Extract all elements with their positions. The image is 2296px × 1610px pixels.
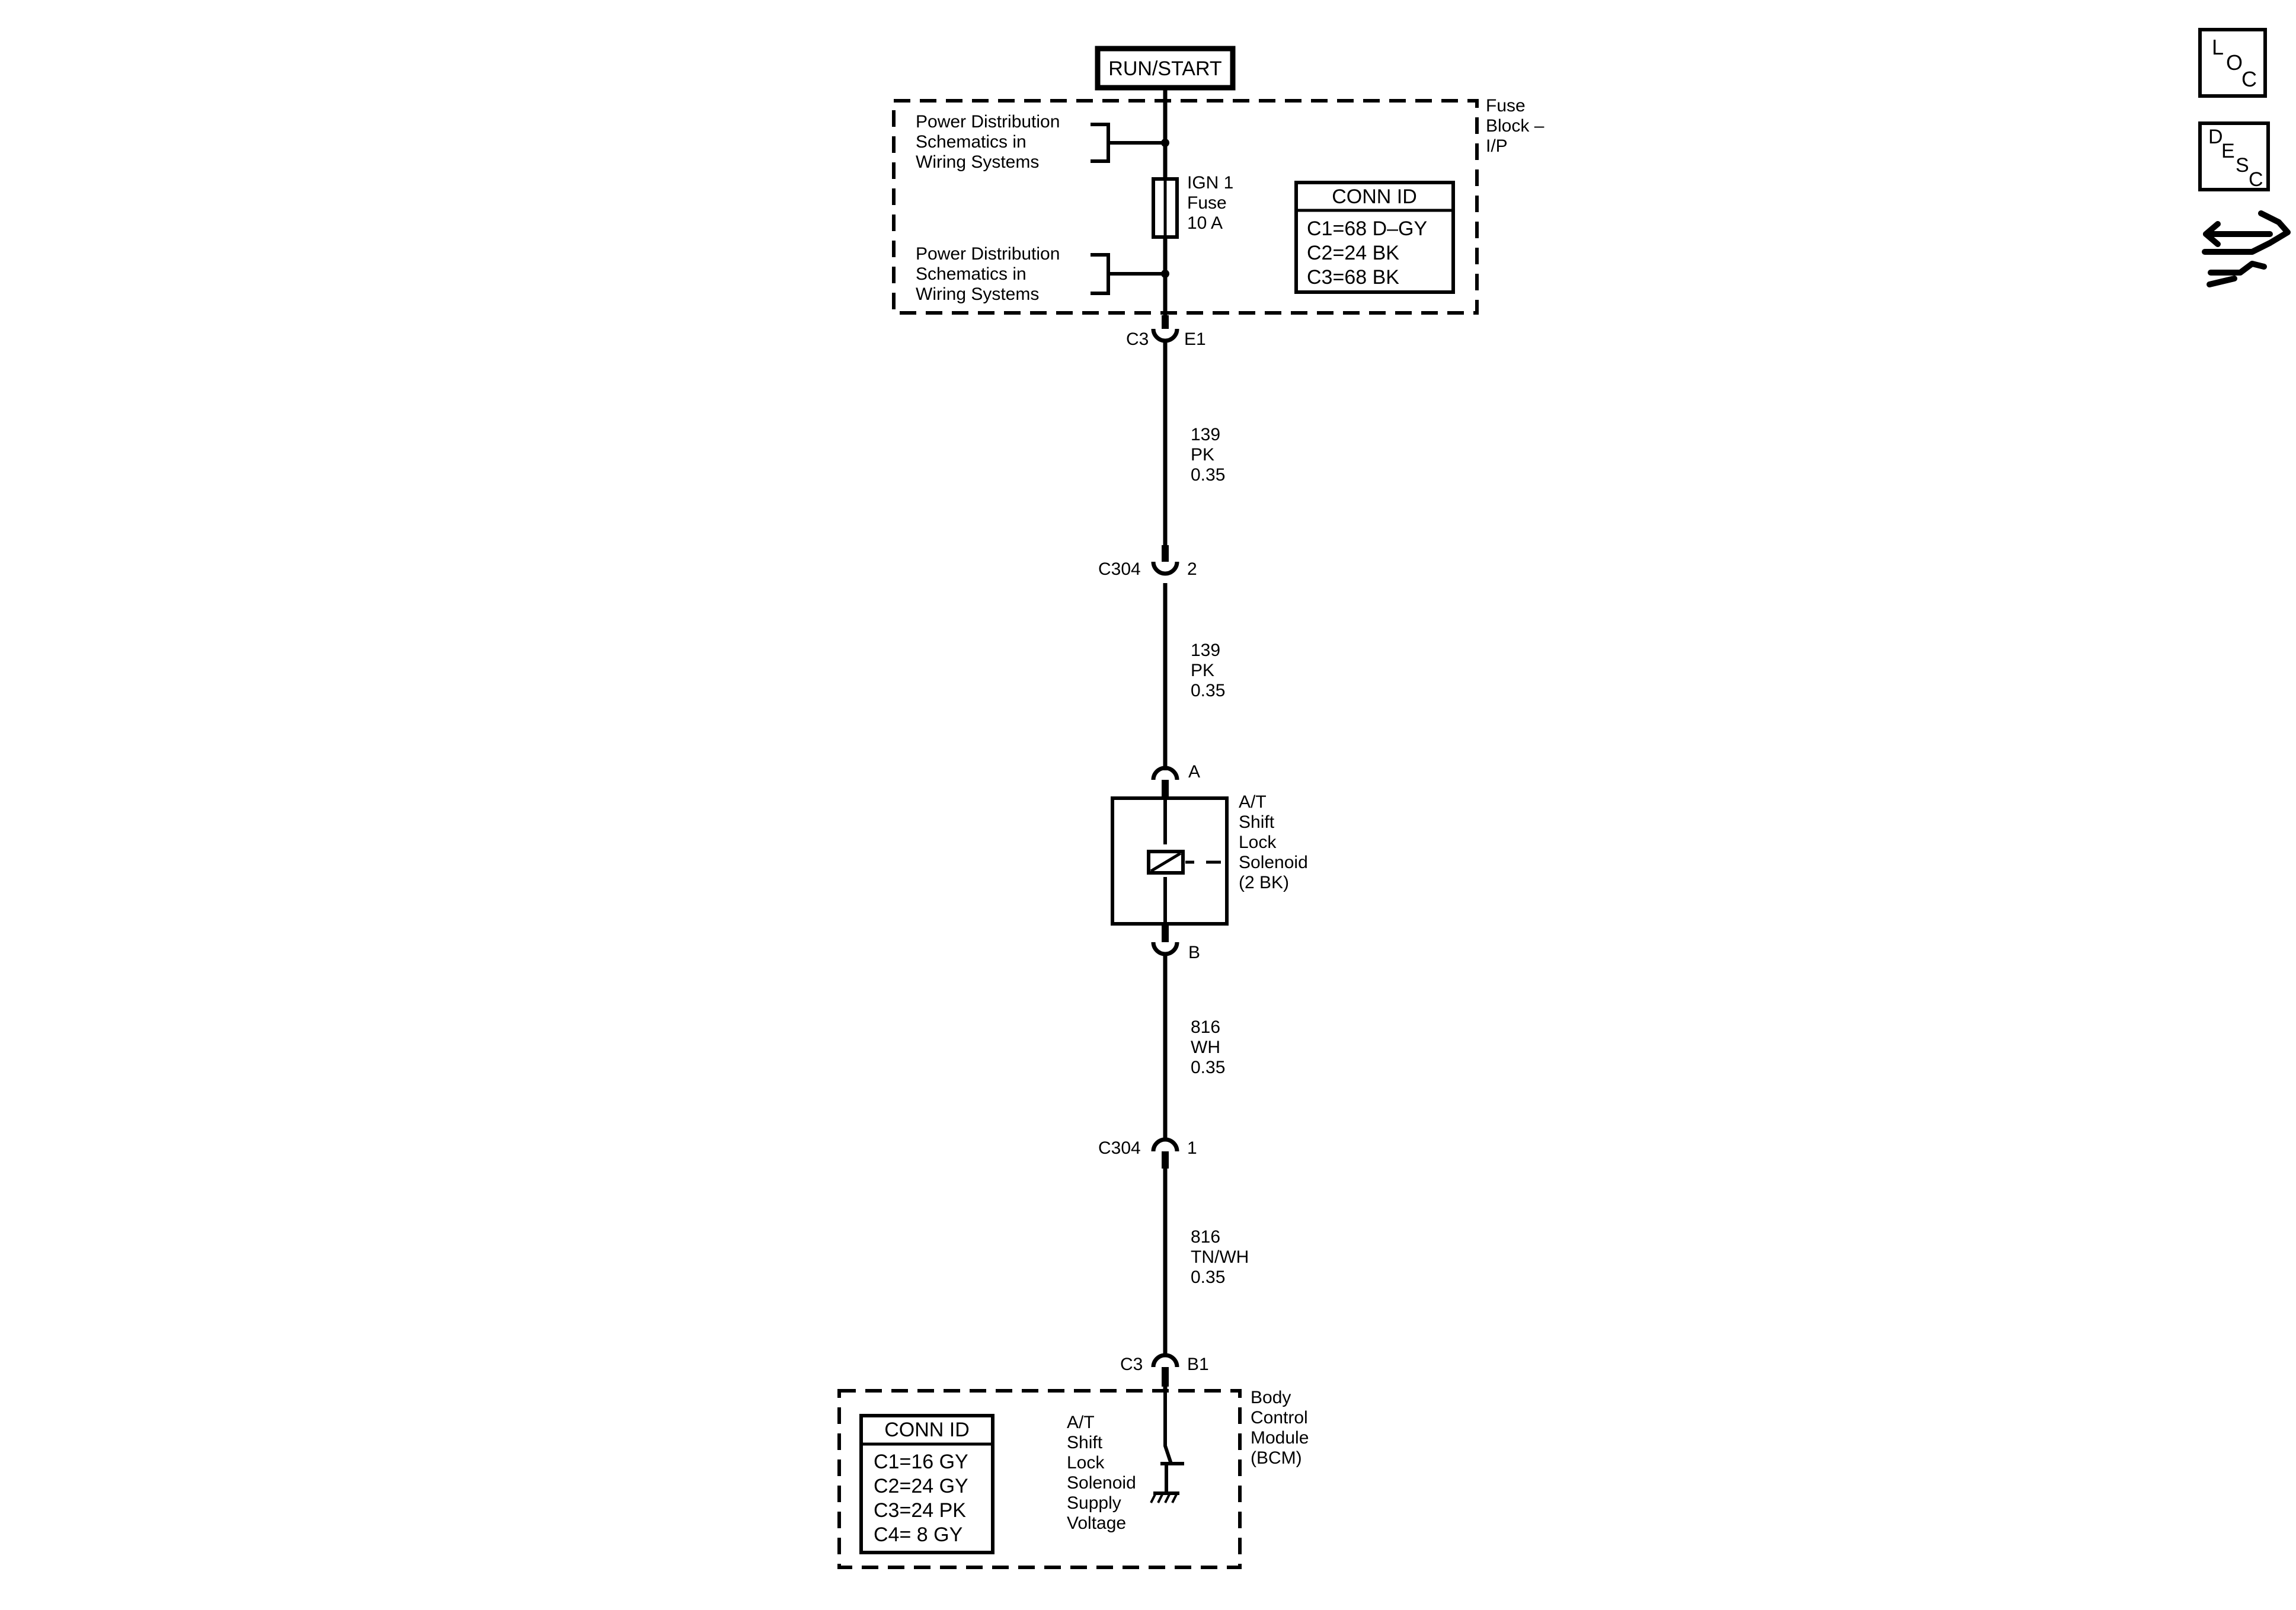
run-start-label: RUN/START <box>1095 46 1236 91</box>
svg-text:C2=24 BK: C2=24 BK <box>1307 242 1399 264</box>
connector-c304-pin2: C304 2 <box>1098 545 1197 579</box>
svg-text:C1=16 GY: C1=16 GY <box>874 1451 968 1473</box>
connector-solenoid-b: B <box>1151 924 1200 962</box>
body-control-module: Body Control Module (BCM) CONN ID C1=16 … <box>837 1388 1314 1569</box>
connector-c3-e1: C3 E1 <box>1126 315 1206 349</box>
svg-text:C1=68 D–GY: C1=68 D–GY <box>1307 217 1427 240</box>
svg-text:C4= 8 GY: C4= 8 GY <box>874 1523 962 1546</box>
svg-text:B1: B1 <box>1187 1355 1209 1374</box>
wire-label-816-wh: 816 WH 0.35 <box>1191 1017 1225 1077</box>
wire-label-139-pk-upper: 139 PK 0.35 <box>1191 425 1225 485</box>
svg-text:C3: C3 <box>1126 329 1149 349</box>
svg-text:C304: C304 <box>1098 559 1141 579</box>
power-distribution-ref-bottom[interactable]: Power Distribution Schematics in Wiring … <box>916 244 1169 304</box>
svg-text:2: 2 <box>1187 559 1197 579</box>
connector-solenoid-a: A <box>1151 762 1200 797</box>
wire-label-139-pk-lower: 139 PK 0.35 <box>1191 641 1225 700</box>
svg-text:A: A <box>1188 762 1200 782</box>
svg-text:L: L <box>2212 35 2224 59</box>
svg-text:D: D <box>2208 126 2223 148</box>
bcm-conn-id-table: CONN ID C1=16 GY C2=24 GY C3=24 PK C4= 8… <box>859 1414 994 1554</box>
svg-text:E: E <box>2221 140 2235 162</box>
fuse-block-name: Fuse Block – I/P <box>1486 96 1549 156</box>
svg-text:CONN ID: CONN ID <box>1332 185 1417 208</box>
shift-lock-solenoid: A/T Shift Lock Solenoid (2 BK) <box>1111 792 1313 926</box>
desc-icon[interactable]: D E S C <box>2198 121 2270 191</box>
svg-text:1: 1 <box>1187 1138 1197 1158</box>
svg-text:C: C <box>2249 168 2263 191</box>
connector-c3-b1: C3 B1 <box>1120 1353 1209 1387</box>
svg-text:CONN ID: CONN ID <box>884 1419 970 1441</box>
svg-text:S: S <box>2236 154 2249 177</box>
fuse-block-ip: Fuse Block – I/P Power Distribution Sche… <box>892 96 1549 315</box>
svg-text:C3=68 BK: C3=68 BK <box>1307 266 1399 289</box>
bcm-internal-ground <box>1150 1393 1184 1503</box>
wrench-arrow-icon[interactable] <box>2202 210 2291 287</box>
loc-icon[interactable]: L O C <box>2198 28 2267 98</box>
bcm-signal-label: A/T Shift Lock Solenoid Supply Voltage <box>1067 1413 1141 1533</box>
connector-c304-pin1: C304 1 <box>1098 1137 1197 1169</box>
svg-text:C3: C3 <box>1120 1355 1143 1374</box>
svg-text:C2=24 GY: C2=24 GY <box>874 1475 968 1497</box>
wire-label-816-tn-wh: 816 TN/WH 0.35 <box>1191 1227 1254 1287</box>
svg-text:Power Distribution Sch: Power Distribution Schematics in Wiring … <box>916 112 1065 172</box>
fuse-block-conn-id-table: CONN ID C1=68 D–GY C2=24 BK C3=68 BK <box>1294 181 1455 294</box>
svg-text:E1: E1 <box>1184 329 1206 349</box>
svg-text:RUN/START: RUN/START <box>1108 57 1221 80</box>
svg-text:C3=24 PK: C3=24 PK <box>874 1499 966 1522</box>
bcm-name: Body Control Module (BCM) <box>1251 1388 1314 1468</box>
svg-text:Power Distribution Sch: Power Distribution Schematics in Wiring … <box>916 244 1065 304</box>
power-distribution-ref-top[interactable]: Power Distribution Schematics in Wiring … <box>916 112 1169 172</box>
fuse-label: IGN 1 Fuse 10 A <box>1187 173 1239 233</box>
svg-text:B: B <box>1188 943 1200 962</box>
ign1-fuse: IGN 1 Fuse 10 A <box>1152 173 1239 239</box>
solenoid-label: A/T Shift Lock Solenoid (2 BK) <box>1239 792 1313 892</box>
svg-text:O: O <box>2226 50 2243 75</box>
svg-text:C: C <box>2241 67 2257 91</box>
svg-text:C304: C304 <box>1098 1138 1141 1158</box>
